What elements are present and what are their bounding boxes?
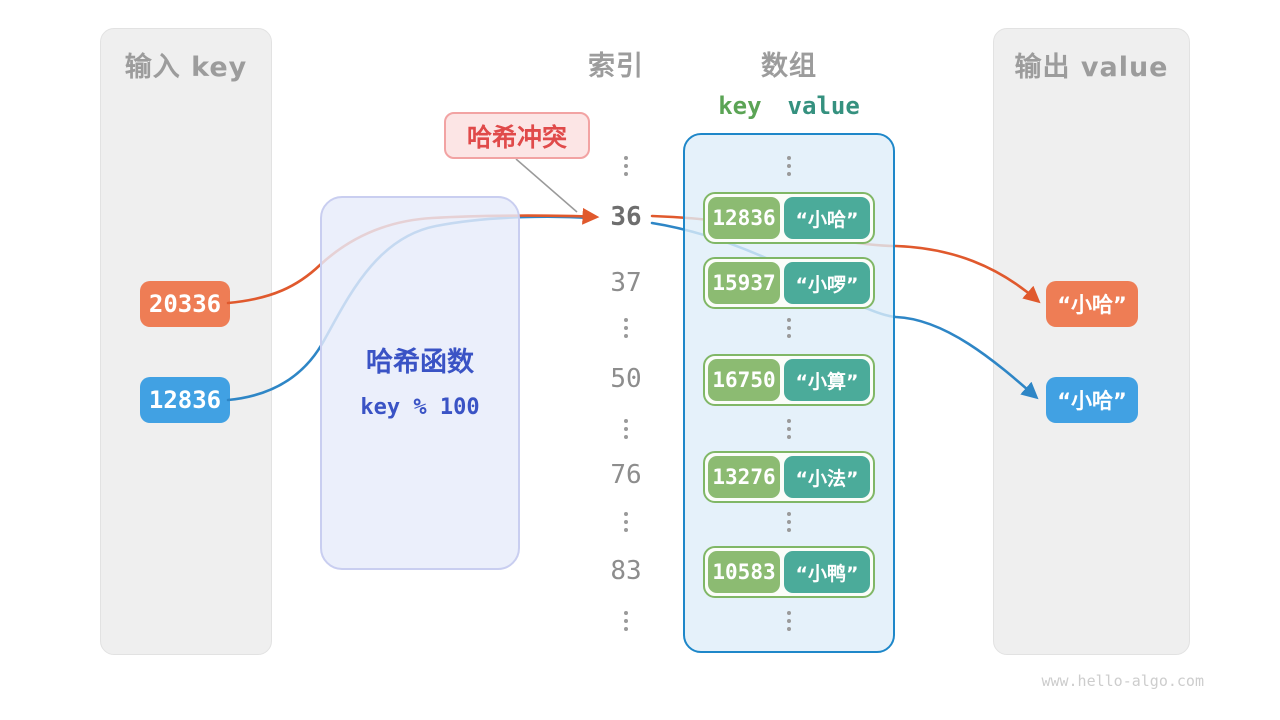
- hash-collision-badge: 哈希冲突: [444, 112, 590, 159]
- input-key-panel: 输入 key: [100, 28, 272, 655]
- index-36: 36: [610, 202, 642, 232]
- bucket-value: “小法”: [784, 456, 870, 498]
- bucket-row-50: 16750 “小算”: [703, 354, 875, 406]
- index-37: 37: [610, 268, 642, 298]
- bucket-key: 12836: [708, 197, 780, 239]
- index-76: 76: [610, 460, 642, 490]
- index-ellipsis: [596, 318, 656, 338]
- input-key-12836: 12836: [140, 377, 230, 423]
- index-column-header: 索引: [588, 51, 644, 82]
- bucket-key: 10583: [708, 551, 780, 593]
- collision-pointer-line: [515, 158, 578, 213]
- bucket-value: “小算”: [784, 359, 870, 401]
- bucket-row-37: 15937 “小啰”: [703, 257, 875, 309]
- array-ellipsis: [759, 318, 819, 338]
- index-50: 50: [610, 364, 642, 394]
- key-value-header: key value: [683, 92, 895, 120]
- key-col-label: key: [718, 92, 762, 120]
- array-ellipsis: [759, 512, 819, 532]
- watermark: www.hello-algo.com: [1041, 672, 1204, 690]
- bucket-key: 15937: [708, 262, 780, 304]
- bucket-row-36: 12836 “小哈”: [703, 192, 875, 244]
- input-panel-title: 输入 key: [124, 52, 248, 83]
- bucket-key: 16750: [708, 359, 780, 401]
- hash-function-box: 哈希函数 key % 100: [320, 196, 520, 570]
- array-column-header: 数组: [761, 51, 817, 82]
- index-83: 83: [610, 556, 642, 586]
- input-key-20336: 20336: [140, 281, 230, 327]
- array-ellipsis: [759, 419, 819, 439]
- bucket-key: 13276: [708, 456, 780, 498]
- output-value-blue: “小哈”: [1046, 377, 1138, 423]
- index-ellipsis: [596, 156, 656, 176]
- array-ellipsis: [759, 611, 819, 631]
- bucket-value: “小哈”: [784, 197, 870, 239]
- index-ellipsis: [596, 419, 656, 439]
- bucket-row-76: 13276 “小法”: [703, 451, 875, 503]
- output-panel-title: 输出 value: [1014, 52, 1169, 83]
- bucket-row-83: 10583 “小鸭”: [703, 546, 875, 598]
- output-value-panel: 输出 value: [993, 28, 1190, 655]
- bucket-value: “小鸭”: [784, 551, 870, 593]
- index-ellipsis: [596, 512, 656, 532]
- hash-function-title: 哈希函数: [366, 347, 474, 378]
- array-ellipsis: [759, 156, 819, 176]
- index-ellipsis: [596, 611, 656, 631]
- bucket-value: “小啰”: [784, 262, 870, 304]
- hash-function-formula: key % 100: [360, 395, 480, 420]
- output-value-orange: “小哈”: [1046, 281, 1138, 327]
- value-col-label: value: [787, 92, 860, 120]
